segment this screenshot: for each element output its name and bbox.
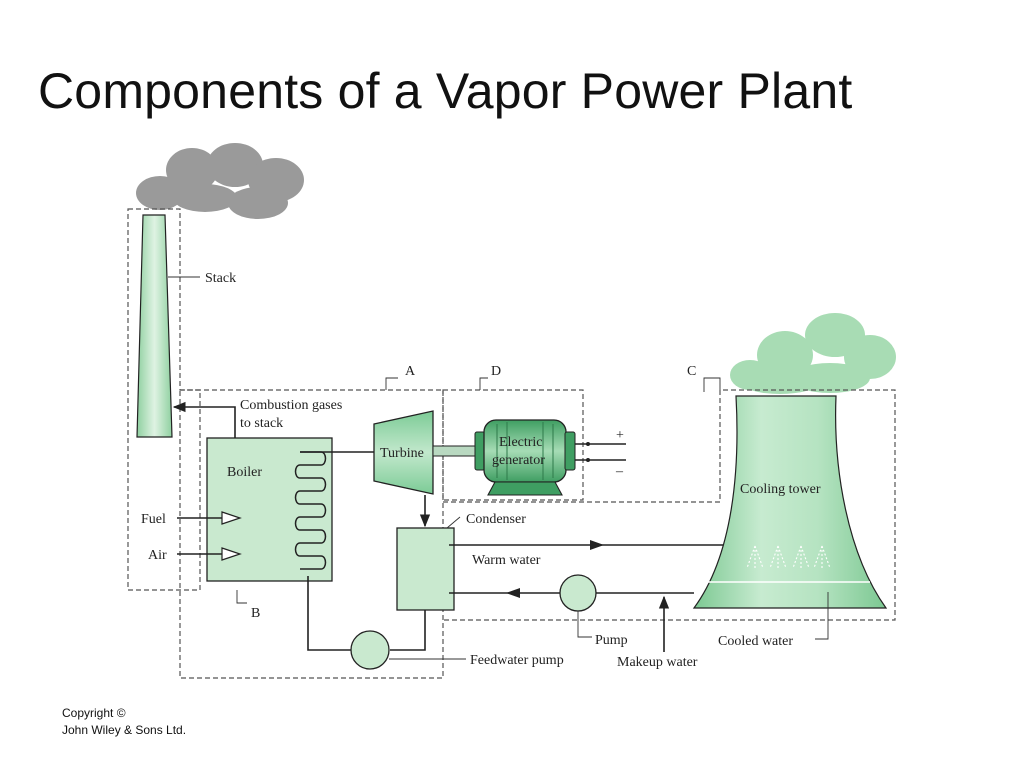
warm-water-arrow-icon (590, 540, 604, 550)
combustion-gases-label: Combustion gases (240, 398, 342, 413)
combustion-gases-label-2: to stack (240, 416, 283, 431)
fuel-label: Fuel (141, 512, 166, 527)
generator-label-2: generator (492, 453, 545, 468)
combustion-gas-pipe (172, 401, 236, 438)
negative-terminal-icon (586, 458, 590, 462)
positive-terminal-icon (586, 442, 590, 446)
stack-smoke-cloud (136, 143, 304, 219)
subsystem-b-label: B (251, 606, 260, 621)
makeup-water-label: Makeup water (617, 655, 698, 670)
turbine-label: Turbine (380, 446, 424, 461)
warm-water-label: Warm water (472, 553, 541, 568)
boiler-heating-coil (294, 451, 327, 570)
stack-chimney (136, 214, 173, 438)
cooled-water-arrow-icon (506, 588, 520, 598)
air-label: Air (148, 548, 167, 563)
cooling-tower-body (692, 395, 888, 609)
plus-sign: + (616, 428, 624, 443)
boiler-label: Boiler (227, 465, 262, 480)
stack-label: Stack (205, 271, 236, 286)
minus-sign: – (615, 464, 624, 479)
condenser-label: Condenser (466, 512, 526, 527)
subsystem-c-label: C (687, 364, 696, 379)
turbine-generator-shaft (432, 445, 476, 457)
cooling-tower-label: Cooling tower (740, 482, 821, 497)
copyright-line: Copyright © (62, 706, 126, 720)
feedwater-return-pipe (307, 576, 351, 651)
cooled-water-label: Cooled water (718, 634, 793, 649)
subsystem-a-boundary (179, 389, 444, 679)
electric-generator (474, 419, 576, 496)
feedwater-pump-label: Feedwater pump (470, 653, 564, 668)
copyright-notice: Copyright © John Wiley & Sons Ltd. (62, 705, 186, 739)
fuel-input-arrow-icon (221, 511, 242, 525)
circulating-pump (559, 574, 597, 612)
air-input-arrow-icon (221, 547, 242, 561)
feedwater-pump (350, 630, 390, 670)
generator-label: Electric (499, 435, 543, 450)
publisher-line: John Wiley & Sons Ltd. (62, 723, 187, 737)
subsystem-d-boundary (442, 389, 584, 501)
turbine-body (373, 410, 434, 495)
condenser-box (396, 527, 455, 611)
subsystem-a-label: A (405, 364, 416, 379)
slide-title: Components of a Vapor Power Plant (38, 63, 853, 119)
subsystem-d-label: D (491, 364, 501, 379)
boiler-box (206, 437, 333, 582)
pump-label: Pump (595, 633, 628, 648)
subsystem-c-boundary (443, 389, 896, 621)
condensate-pipe (390, 610, 426, 651)
tower-steam-cloud (730, 313, 896, 394)
